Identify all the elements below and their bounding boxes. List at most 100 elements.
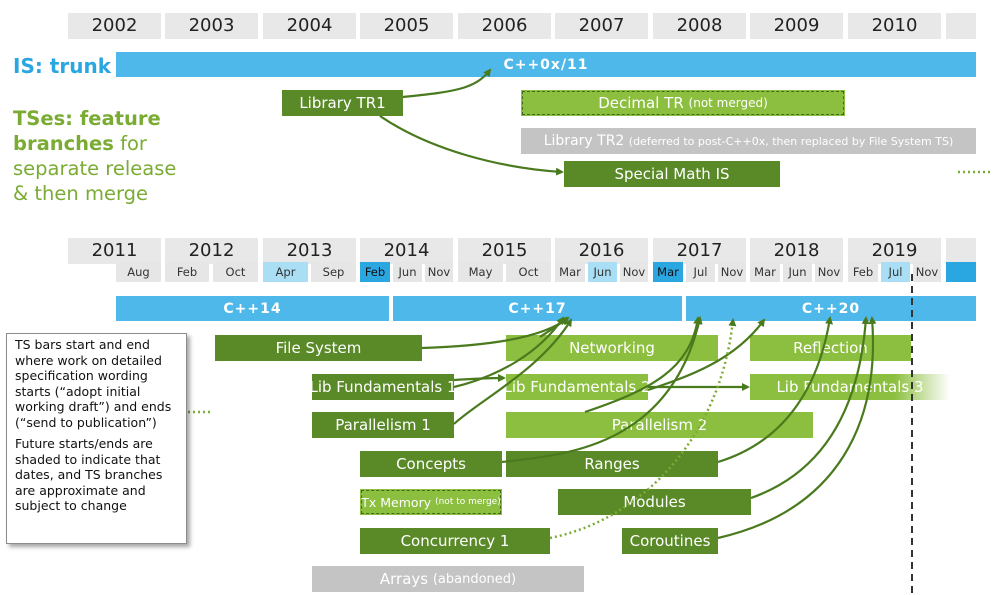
branch-note: (not to merge) — [435, 497, 501, 507]
branch-label: Parallelism 2 — [611, 416, 708, 434]
year-cell-empty — [946, 238, 976, 264]
month-cell: Apr — [263, 262, 308, 282]
month-cell: Jun — [588, 262, 617, 282]
trunk-bar-label: C++17 — [508, 300, 567, 317]
arrow-par2-merge — [584, 316, 702, 414]
branch-decimal-tr: Decimal TR (not merged) — [521, 90, 845, 116]
arrow-tr1-merge — [402, 68, 492, 99]
year-cell: 2011 — [68, 238, 161, 264]
branch-special-math: Special Math IS — [564, 161, 780, 187]
tses-label-text-2: separate release — [13, 157, 177, 180]
dotted-concurrency-link — [549, 318, 737, 540]
branch-tx-memory: Tx Memory (not to merge) — [360, 489, 502, 515]
month-cell: Aug — [116, 262, 161, 282]
branch-note: (deferred to post-C++0x, then replaced b… — [628, 134, 954, 148]
trunk-bar-label: C++14 — [223, 300, 282, 317]
month-cell: Oct — [506, 262, 551, 282]
year-cell: 2014 — [360, 238, 453, 264]
arrow-ranges-merge — [717, 316, 833, 464]
trunk-bar-label: C++0x/11 — [503, 56, 589, 73]
month-cell: Nov — [913, 262, 941, 282]
month-cell: Feb — [165, 262, 209, 282]
branch-label: Lib Fundamentals 3 — [776, 378, 924, 396]
branch-label: Modules — [623, 493, 686, 511]
branch-file-system: File System — [215, 335, 422, 361]
branch-ranges: Ranges — [506, 451, 718, 477]
tses-label-bold-1: TSes: feature — [13, 107, 161, 130]
branch-parallelism-2: Parallelism 2 — [506, 412, 813, 438]
tses-label-text-3: & then merge — [13, 182, 149, 205]
arrow-lf2-merge-cpp20 — [647, 318, 766, 392]
year-cell: 2016 — [555, 238, 648, 264]
month-cell: Jul — [686, 262, 715, 282]
arrow-networking-merge — [539, 316, 568, 338]
branch-label: Networking — [569, 339, 655, 357]
branch-concurrency-1: Concurrency 1 — [360, 528, 550, 554]
year-cell: 2004 — [263, 13, 356, 39]
branch-label: Library TR2 — [543, 133, 625, 149]
branch-label: Arrays — [379, 570, 429, 588]
trunk-bar-cpp17: C++17 — [393, 296, 682, 321]
year-cell: 2012 — [165, 238, 258, 264]
arrow-par1-merge — [453, 318, 573, 425]
month-cell: Nov — [425, 262, 453, 282]
month-cell-empty — [946, 262, 976, 282]
branch-label: Lib Fundamentals 2 — [506, 378, 648, 396]
month-cell: Mar — [653, 262, 683, 282]
branch-label: Coroutines — [629, 532, 711, 550]
arrow-tr1-to-special-math — [379, 115, 564, 176]
year-cell: 2019 — [848, 238, 941, 264]
branch-arrays: Arrays (abandoned) — [312, 566, 584, 592]
tses-label-bold-2: branches — [13, 132, 114, 155]
note-paragraph-2: Future starts/ends are shaded to indicat… — [15, 436, 163, 513]
branch-note: (abandoned) — [432, 571, 517, 587]
year-cell: 2006 — [458, 13, 551, 39]
branch-label: Special Math IS — [614, 165, 730, 183]
month-cell: Mar — [750, 262, 780, 282]
trunk-bar-cpp14: C++14 — [116, 296, 389, 321]
arrow-concepts-merge — [501, 316, 703, 464]
branch-lib-fundamentals-2: Lib Fundamentals 2 — [506, 374, 648, 400]
branch-lib-fundamentals-1: Lib Fundamentals 1 — [312, 374, 454, 400]
legend-note-box: TS bars start and end where work on deta… — [6, 333, 187, 544]
month-cell: Feb — [360, 262, 390, 282]
month-cell: Mar — [555, 262, 585, 282]
branch-label: Tx Memory — [361, 494, 432, 510]
branch-coroutines: Coroutines — [622, 528, 718, 554]
month-cell: Sep — [311, 262, 356, 282]
year-cell: 2018 — [750, 238, 843, 264]
trunk-bar-label: C++20 — [801, 300, 861, 317]
tses-label: TSes: feature branches for separate rele… — [13, 106, 176, 206]
branch-reflection: Reflection — [750, 335, 911, 361]
year-cell: 2007 — [555, 13, 648, 39]
month-cell: Feb — [848, 262, 878, 282]
month-cell: Jul — [881, 262, 910, 282]
month-cell: Jun — [783, 262, 812, 282]
year-cell: 2009 — [750, 13, 843, 39]
trunk-label: IS: trunk — [13, 54, 112, 78]
year-cell: 2013 — [263, 238, 356, 264]
branch-label: File System — [275, 339, 362, 357]
branch-parallelism-1: Parallelism 1 — [312, 412, 454, 438]
arrow-modules-merge — [750, 316, 870, 500]
branch-modules: Modules — [558, 489, 751, 515]
year-cell: 2015 — [458, 238, 551, 264]
arrow-lf1-merge — [453, 316, 565, 389]
branch-label: Concurrency 1 — [400, 532, 510, 550]
branch-label: Concepts — [396, 455, 466, 473]
tses-label-text-1: for — [113, 132, 147, 155]
branch-concepts: Concepts — [360, 451, 502, 477]
branch-label: Parallelism 1 — [335, 416, 431, 434]
branch-label: Decimal TR — [598, 94, 684, 112]
branch-library-tr2: Library TR2 (deferred to post-C++0x, the… — [521, 128, 976, 154]
branch-label: Ranges — [584, 455, 640, 473]
month-cell: Oct — [213, 262, 258, 282]
year-cell: 2002 — [68, 13, 161, 39]
branch-label: Reflection — [793, 339, 868, 357]
month-cell: Jun — [393, 262, 422, 282]
year-cell: 2005 — [360, 13, 453, 39]
year-cell: 2010 — [848, 13, 941, 39]
branch-library-tr1: Library TR1 — [282, 90, 403, 116]
month-cell: Nov — [718, 262, 746, 282]
